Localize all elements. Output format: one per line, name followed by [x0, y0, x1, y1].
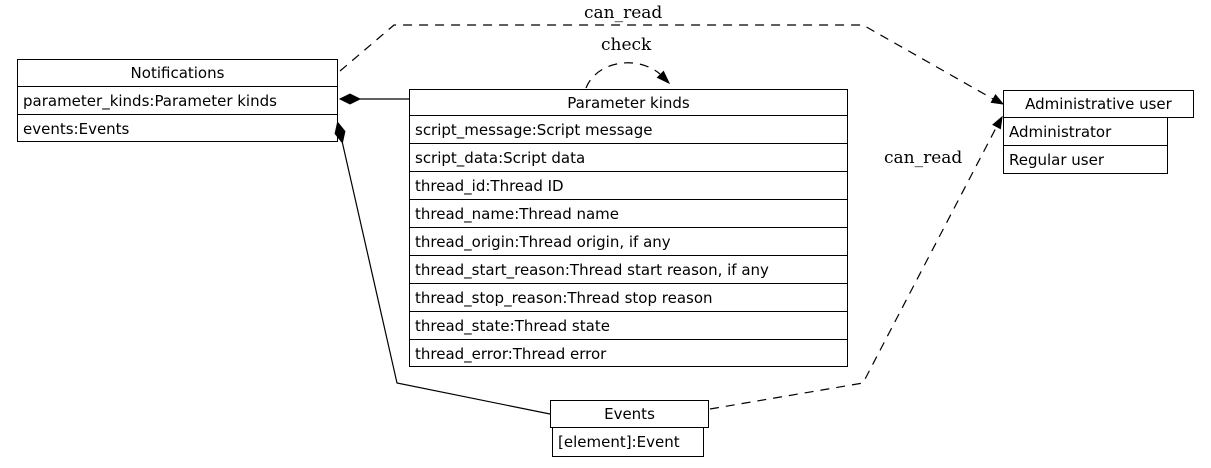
arrowhead-can-read-top-icon [990, 94, 1005, 105]
field-script-data: script_data:Script data [410, 143, 847, 171]
field-regular-user: Regular user [1003, 145, 1168, 174]
field-element-event: [element]:Event [552, 427, 704, 457]
edge-label-can-read-bottom: can_read [884, 148, 963, 168]
field-events: events:Events [18, 114, 337, 142]
edge-check-loop [585, 62, 661, 89]
field-thread-origin: thread_origin:Thread origin, if any [410, 227, 847, 255]
composition-diamond-parameter-kinds-icon [338, 93, 362, 105]
edge-label-check: check [601, 35, 652, 55]
field-thread-state: thread_state:Thread state [410, 311, 847, 339]
field-script-message: script_message:Script message [410, 115, 847, 143]
class-box-parameter-kinds: Parameter kinds script_message:Script me… [409, 89, 848, 367]
field-parameter-kinds: parameter_kinds:Parameter kinds [18, 86, 337, 114]
class-box-notifications: Notifications parameter_kinds:Parameter … [17, 59, 338, 142]
field-thread-start-reason: thread_start_reason:Thread start reason,… [410, 255, 847, 283]
field-thread-name: thread_name:Thread name [410, 199, 847, 227]
class-title-administrative-user: Administrative user [1003, 90, 1194, 118]
edge-can-read-top [339, 24, 994, 100]
arrowhead-can-read-bottom-icon [992, 115, 1003, 130]
field-thread-stop-reason: thread_stop_reason:Thread stop reason [410, 283, 847, 311]
class-title-events: Events [550, 400, 709, 428]
class-title-parameter-kinds: Parameter kinds [567, 93, 690, 112]
field-thread-id: thread_id:Thread ID [410, 171, 847, 199]
edge-label-can-read-top: can_read [584, 3, 663, 23]
field-administrator: Administrator [1003, 117, 1168, 146]
class-title-notifications: Notifications [130, 64, 225, 82]
arrowhead-check-icon [656, 70, 671, 85]
field-thread-error: thread_error:Thread error [410, 339, 847, 367]
